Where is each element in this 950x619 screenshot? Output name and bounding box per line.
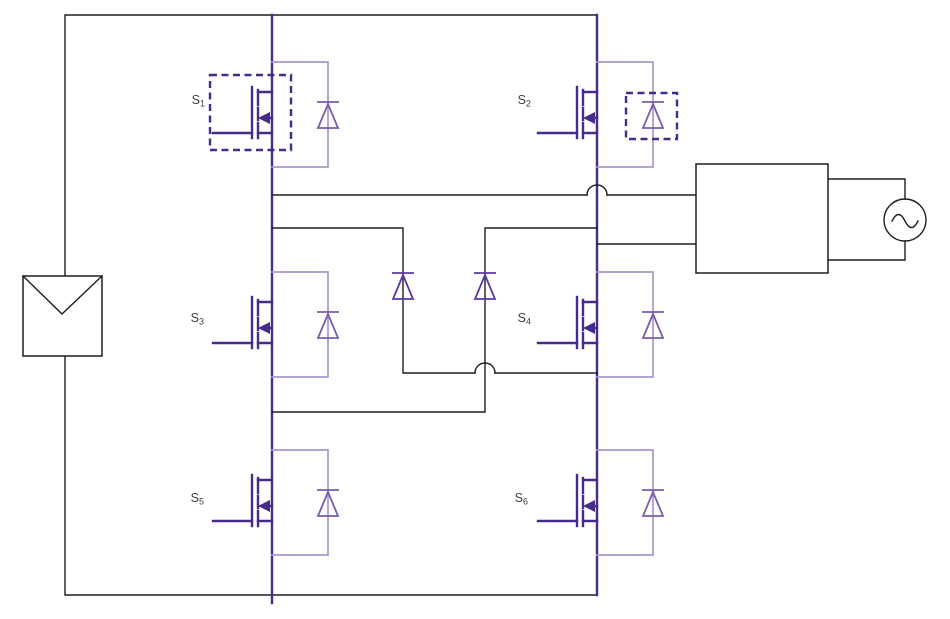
sine-wave-icon — [891, 213, 919, 229]
body-diode-wire — [271, 61, 329, 168]
phase-legs — [270, 13, 599, 605]
mosfet-icon — [211, 295, 274, 350]
clamp-branch-1 — [271, 227, 598, 374]
switch-label: S6 — [515, 491, 528, 507]
filter-box-icon — [695, 163, 829, 274]
dashed-highlight-box — [208, 73, 293, 152]
switch-s1: S1 — [192, 61, 340, 168]
clamp-branch-2 — [271, 227, 598, 413]
wire-hop-icon — [586, 184, 608, 196]
mosfet-icon — [211, 85, 274, 140]
body-diode-wire — [271, 449, 329, 556]
switch-s4: S4 — [518, 271, 665, 378]
switch-label: S5 — [191, 491, 204, 507]
bottom-bus-wire — [64, 355, 598, 596]
mosfet-icon — [536, 295, 599, 350]
dc-source-chevron-icon — [22, 275, 103, 315]
body-diode-wire — [596, 61, 654, 168]
ac-wire-top — [827, 178, 906, 200]
top-bus-wire — [64, 14, 598, 277]
switch-label: S3 — [191, 311, 204, 327]
switch-label: S4 — [518, 311, 531, 327]
filter-block — [695, 163, 829, 274]
mosfet-icon — [536, 85, 599, 140]
switch-label: S2 — [518, 93, 531, 109]
body-diode-wire — [596, 449, 654, 556]
ac-source-icon — [883, 198, 927, 242]
dashed-highlight-box — [624, 91, 679, 141]
dc-source — [22, 275, 103, 357]
clamp-wire-2 — [271, 227, 598, 413]
body-diode-wire — [596, 271, 654, 378]
ac-source — [827, 178, 927, 261]
switch-s6: S6 — [515, 449, 665, 556]
ac-wire-bottom — [827, 240, 906, 261]
switch-s5: S5 — [191, 449, 340, 556]
clamp-wire-1 — [271, 227, 476, 374]
switch-label: S1 — [192, 93, 205, 109]
mosfet-icon — [211, 473, 274, 528]
mosfet-icon — [536, 473, 599, 528]
output-wires — [271, 184, 697, 245]
dc-bus-wires — [64, 14, 598, 596]
switch-s2: S2 — [518, 61, 679, 168]
switch-s3: S3 — [191, 271, 340, 378]
body-diode-wire — [271, 271, 329, 378]
